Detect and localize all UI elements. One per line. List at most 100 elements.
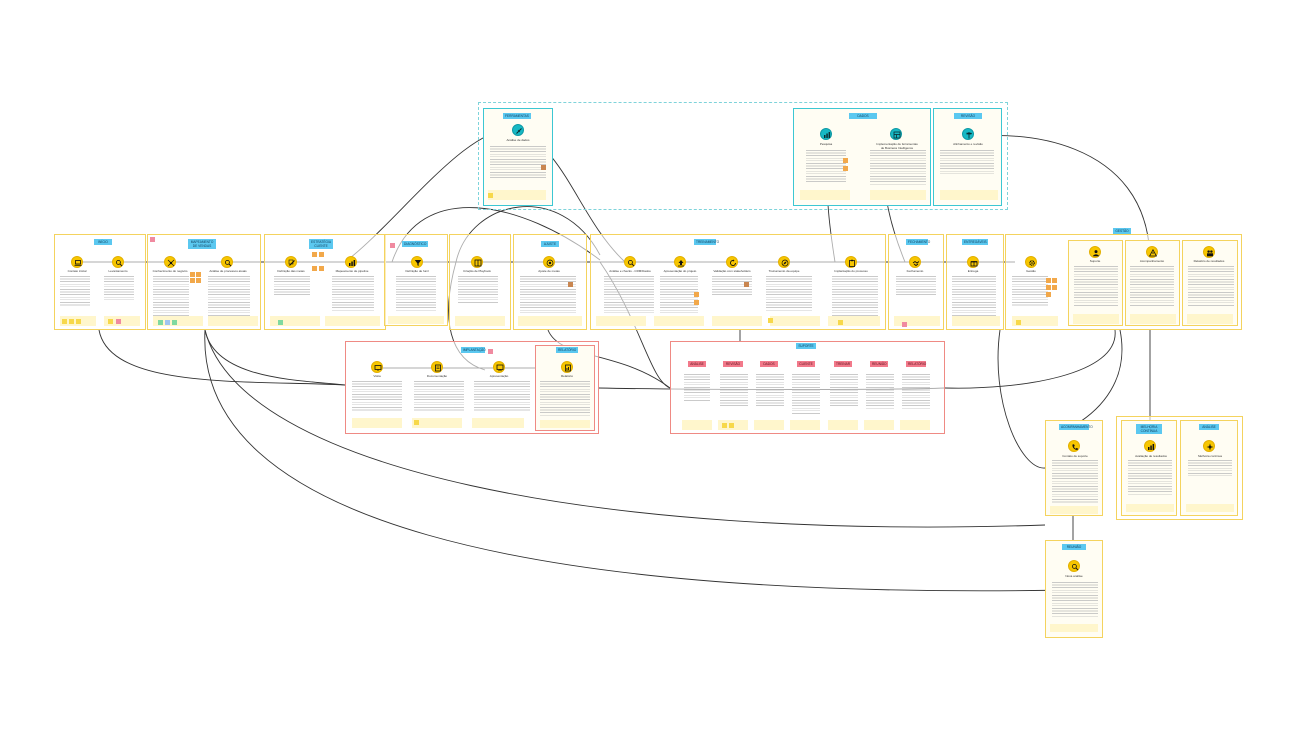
note-pad [1012,316,1058,326]
note-pad [790,420,820,430]
node-nova-analise[interactable] [1068,560,1080,572]
node-documentacao[interactable] [431,361,443,373]
sticky-note [843,158,848,163]
text-block [474,381,530,411]
node-gestao[interactable] [1025,256,1037,268]
label-melhoria-continua: Melhoria contínua [1198,454,1222,458]
text-block [1012,276,1048,306]
node-conhecimento-negocio[interactable] [164,256,176,268]
node-contato-suporte[interactable] [1068,440,1080,452]
node-implementacao-bi[interactable] [890,128,902,140]
node-definicao-funil[interactable] [411,256,423,268]
node-alinhamento-revisao[interactable] [962,128,974,140]
sticky-note [722,423,727,428]
node-analise-dados[interactable] [512,124,524,136]
node-levantamento[interactable] [112,256,124,268]
text-block [902,374,930,410]
label-analise-dados: Análise de dados [506,138,530,142]
node-implantacao-processo[interactable] [845,256,857,268]
node-visita[interactable] [371,361,383,373]
note-pad [540,420,590,428]
label-levantamento: Levantamento [108,269,128,273]
label-pesquisa: Pesquisa [819,142,833,146]
label-implementacao-bi: Implementação de ferramentas de Business… [876,142,918,150]
note-pad [208,316,258,326]
node-relatorio[interactable] [561,361,573,373]
note-pad [1130,314,1176,324]
node-pesquisa[interactable] [820,128,832,140]
node-mapeamento-pipeline[interactable] [345,256,357,268]
spark-icon [1206,443,1214,451]
text-block [153,276,189,316]
funnel-icon [414,260,422,266]
sticky-note [76,319,81,324]
book-icon [474,259,482,267]
tag-dados: DADOS [849,113,877,119]
tag-relatorio-1: RELATÓRIO [906,361,927,367]
node-melhoria-continua[interactable] [1203,440,1215,452]
text-block [684,374,710,402]
note-pad [518,316,582,326]
text-block [806,150,846,182]
text-block [1052,582,1098,618]
node-analise-checks[interactable] [624,256,636,268]
label-acompanhamento: Acompanhamento [1139,259,1165,263]
node-relatorio-resultados[interactable] [1203,246,1215,258]
refresh-icon [730,259,736,266]
text-block [1128,460,1172,496]
sticky-note [1052,285,1057,290]
node-treinamento-equipe[interactable] [778,256,790,268]
node-ajuste-metas[interactable] [543,256,555,268]
label-ajuste-metas: Ajuste de metas [538,269,560,273]
node-suporte[interactable] [1089,246,1101,258]
user-icon [1093,250,1099,257]
node-definicao-metas[interactable] [285,256,297,268]
sticky-note [414,420,419,425]
sticky-note [488,193,493,198]
tag-inicio: INÍCIO [94,239,112,245]
text-block [540,381,590,417]
node-fechamento[interactable] [909,256,921,268]
sticky-note [1052,278,1057,283]
search-icon [628,260,635,267]
node-validacao-stakeholders[interactable] [726,256,738,268]
text-block [1188,266,1234,306]
sticky-note [1046,285,1051,290]
label-conhecimento-negocio: Conhecimento do negócio [152,269,188,273]
label-contato-suporte: Contato de suporte [1062,454,1088,458]
node-contato-inicial[interactable] [71,256,83,268]
sticky-note [69,319,74,324]
sticky-note [541,165,546,170]
label-analise-checks: Análise e checks - CRM/Dados [609,269,651,273]
laptop-icon [74,260,82,266]
sticky-note [768,318,773,323]
monitor-icon [374,365,382,371]
tag-ferramentas: FERRAMENTAS [503,113,531,119]
label-relatorio-resultados: Relatório de resultados [1193,259,1225,263]
note-pad [352,418,402,428]
sticky-note [62,319,67,324]
sticky-note [1046,292,1051,297]
node-avaliacao-resultados[interactable] [1144,440,1156,452]
text-block [830,374,858,408]
sticky-note [158,320,163,325]
edit-icon [288,259,295,266]
text-block [866,374,894,410]
tag-treinar-1: TREINAR [834,361,852,367]
node-entrega[interactable] [967,256,979,268]
node-analise-processos[interactable] [221,256,233,268]
tag-revisao-1: REVISÃO [723,361,743,367]
tag-estrategia: ESTRATÉGIA CLIENTE [309,239,333,249]
text-block [414,381,464,411]
node-acompanhamento[interactable] [1146,246,1158,258]
phone-icon [1072,444,1078,450]
note-pad [596,316,646,326]
text-block [756,374,784,408]
text-block [1130,266,1174,306]
node-criacao-playbook[interactable] [471,256,483,268]
presentation-icon [496,364,504,372]
label-implantacao-processo: Implantação do processo [834,269,868,273]
note-pad [1126,504,1174,512]
node-apresentacao[interactable] [493,361,505,373]
node-apresentacao-projeto[interactable] [674,256,686,268]
